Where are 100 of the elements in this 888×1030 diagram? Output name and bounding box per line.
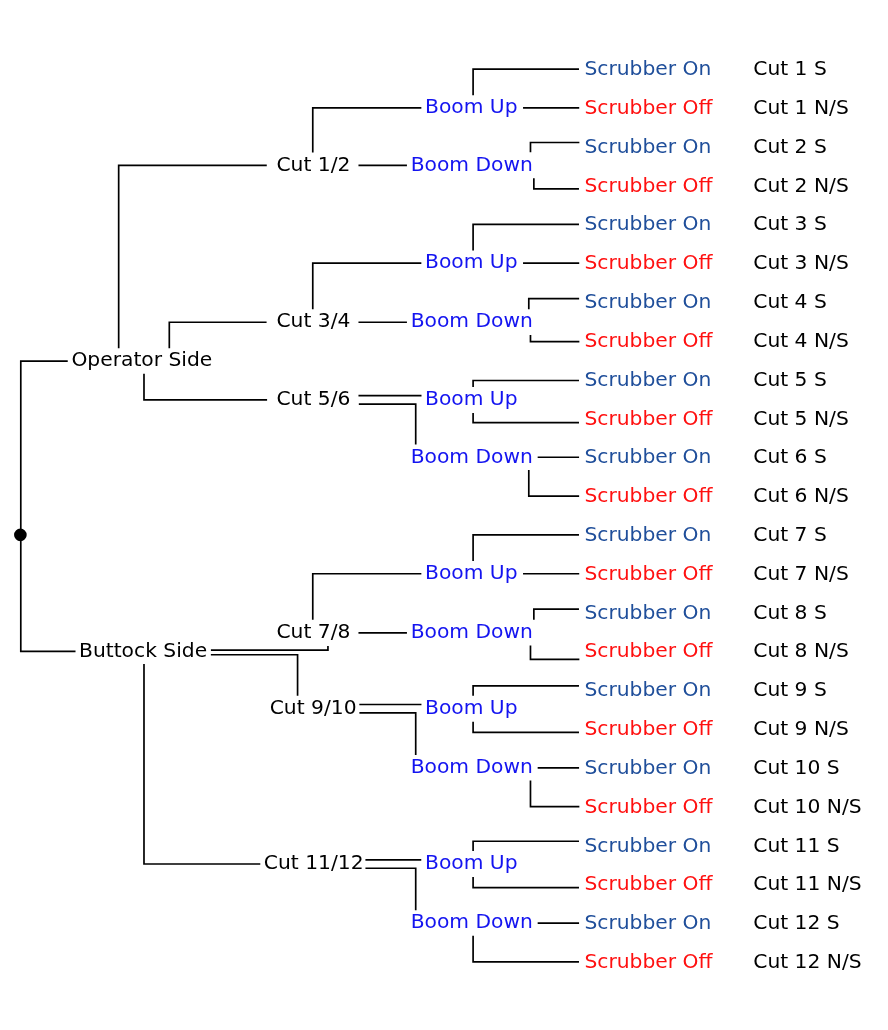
node-text: Boom Up	[425, 559, 518, 584]
node-text: Boom Up	[425, 248, 518, 273]
connector	[536, 455, 580, 458]
node-label: Cut 6 N/S	[753, 482, 849, 507]
node-text: Boom Up	[425, 385, 518, 410]
node-text: Scrubber On	[584, 55, 712, 80]
connector	[357, 320, 408, 323]
connector	[19, 359, 69, 530]
node-label: Cut 10 N/S	[753, 793, 862, 818]
node-text: Cut 11/12	[263, 849, 364, 874]
node-text: Cut 5/6	[276, 385, 351, 410]
node-label: Cut 8 S	[753, 599, 827, 624]
node-text: Boom Up	[425, 849, 518, 874]
connector	[522, 261, 581, 264]
connector	[358, 703, 423, 705]
connector	[357, 394, 423, 396]
node-label: Cut 7 N/S	[753, 560, 849, 585]
node-text: Scrubber Off	[584, 870, 713, 895]
node-text: Scrubber Off	[584, 482, 713, 507]
node-label: Cut 3 S	[753, 210, 827, 235]
connector	[472, 533, 580, 562]
node-text: Scrubber On	[584, 909, 712, 934]
node-label: Cut 1 S	[753, 55, 827, 80]
connector	[210, 644, 329, 651]
node-text: Scrubber Off	[584, 715, 713, 740]
connector	[143, 372, 268, 401]
connector	[357, 631, 408, 634]
node-label: Cut 10 S	[753, 754, 840, 779]
connector	[472, 67, 580, 96]
connector	[311, 572, 423, 621]
node-text: Buttock Side	[79, 637, 208, 662]
node-label: Cut 12 S	[753, 909, 840, 934]
node-text: Boom Down	[410, 908, 533, 933]
connector	[364, 866, 417, 911]
node-text: Scrubber On	[584, 366, 712, 391]
node-text: Scrubber Off	[584, 94, 713, 119]
connector	[527, 468, 580, 497]
node-label: Cut 4 S	[753, 288, 827, 313]
node-text: Scrubber On	[584, 443, 712, 468]
node-text: Scrubber On	[584, 754, 712, 779]
node-text: Boom Down	[410, 618, 533, 643]
connector	[143, 662, 262, 865]
node-text: Scrubber Off	[584, 405, 713, 430]
node-circle	[14, 528, 27, 541]
connector	[357, 402, 417, 445]
node-label: Cut 5 S	[753, 366, 827, 391]
node-text: Boom Down	[410, 151, 533, 176]
node-text: Scrubber On	[584, 133, 712, 158]
connector	[311, 106, 423, 153]
node-label: Cut 1 N/S	[753, 94, 849, 119]
connector	[364, 858, 423, 861]
node-text: Cut 3/4	[276, 307, 351, 332]
connector	[529, 779, 581, 807]
node-text: Scrubber Off	[584, 327, 713, 352]
node-text: Scrubber Off	[584, 637, 713, 662]
node-text: Boom Up	[425, 93, 518, 118]
node-text: Boom Down	[410, 307, 533, 332]
node-text: Cut 9/10	[269, 694, 357, 719]
node-text: Scrubber On	[584, 832, 712, 857]
node-label: Cut 2 S	[753, 133, 827, 158]
connector	[358, 711, 417, 756]
node-text: Boom Down	[410, 443, 533, 468]
node-text: Scrubber Off	[584, 249, 713, 274]
node-text: Scrubber Off	[584, 948, 713, 973]
node-label: Cut 6 S	[753, 443, 827, 468]
node-text: Scrubber On	[584, 210, 712, 235]
node-label: Cut 2 N/S	[753, 172, 849, 197]
node-text: Scrubber Off	[584, 172, 713, 197]
node-text: Cut 1/2	[276, 151, 351, 176]
connector	[472, 934, 580, 963]
connector	[168, 320, 268, 349]
node-text: Boom Up	[425, 694, 518, 719]
node-text: Scrubber Off	[584, 560, 713, 585]
connector	[117, 163, 268, 349]
node-text: Scrubber On	[584, 288, 712, 313]
node-text: Scrubber On	[584, 599, 712, 624]
connector	[472, 223, 580, 251]
connector	[19, 539, 77, 652]
node-text: Scrubber On	[584, 521, 712, 546]
connector	[536, 921, 580, 924]
node-label: Cut 12 N/S	[753, 948, 862, 973]
node-label: Cut 9 N/S	[753, 715, 849, 740]
connector	[536, 766, 580, 769]
node-label: Cut 11 N/S	[753, 870, 862, 895]
connector	[210, 653, 299, 696]
node-label: Cut 7 S	[753, 521, 827, 546]
node-label: Cut 8 N/S	[753, 637, 849, 662]
node-label: Cut 4 N/S	[753, 327, 849, 352]
node-label: Cut 5 N/S	[753, 405, 849, 430]
connector	[522, 572, 581, 575]
node-text: Operator Side	[71, 346, 213, 371]
node-text: Cut 7/8	[276, 618, 351, 643]
node-text: Scrubber On	[584, 676, 712, 701]
node-label: Cut 11 S	[753, 832, 840, 857]
node-label: Cut 9 S	[753, 676, 827, 701]
connector	[522, 106, 581, 109]
node-text: Scrubber Off	[584, 793, 713, 818]
connector	[357, 163, 408, 166]
connector	[311, 261, 423, 310]
node-text: Boom Down	[410, 753, 533, 778]
